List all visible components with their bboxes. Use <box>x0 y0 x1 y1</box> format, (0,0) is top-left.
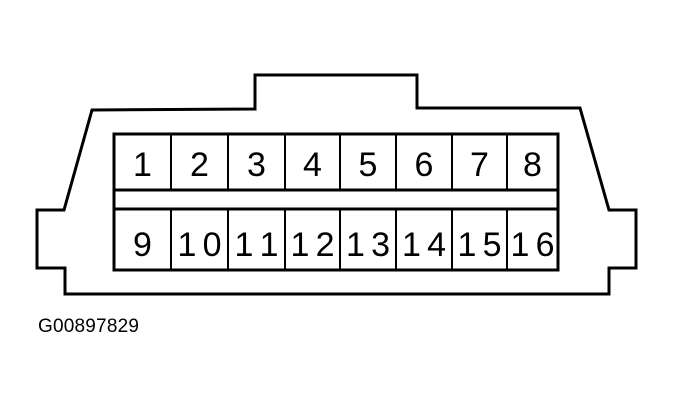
pin-11-label: 11 <box>235 226 279 264</box>
pin-13-label: 13 <box>346 226 390 264</box>
pin-1-label: 1 <box>133 146 152 184</box>
pin-15-label: 15 <box>458 226 502 264</box>
pin-6-label: 6 <box>415 146 434 184</box>
pin-4-label: 4 <box>303 146 322 184</box>
connector-housing-outline <box>35 73 638 296</box>
pin-3-label: 3 <box>247 146 266 184</box>
pin-12-label: 12 <box>291 226 335 264</box>
pin-16-label: 16 <box>511 226 555 264</box>
top-row-dividers <box>170 134 508 190</box>
pin-7-label: 7 <box>470 146 489 184</box>
pin-14-label: 14 <box>402 226 446 264</box>
bottom-row-dividers <box>170 209 508 270</box>
pin-9-label: 9 <box>133 226 152 264</box>
pin-5-label: 5 <box>359 146 378 184</box>
pin-block-outline <box>112 132 560 272</box>
pin-2-label: 2 <box>190 146 209 184</box>
pin-8-label: 8 <box>523 146 542 184</box>
pin-10-label: 10 <box>178 226 222 264</box>
figure-id-caption: G00897829 <box>38 316 140 337</box>
